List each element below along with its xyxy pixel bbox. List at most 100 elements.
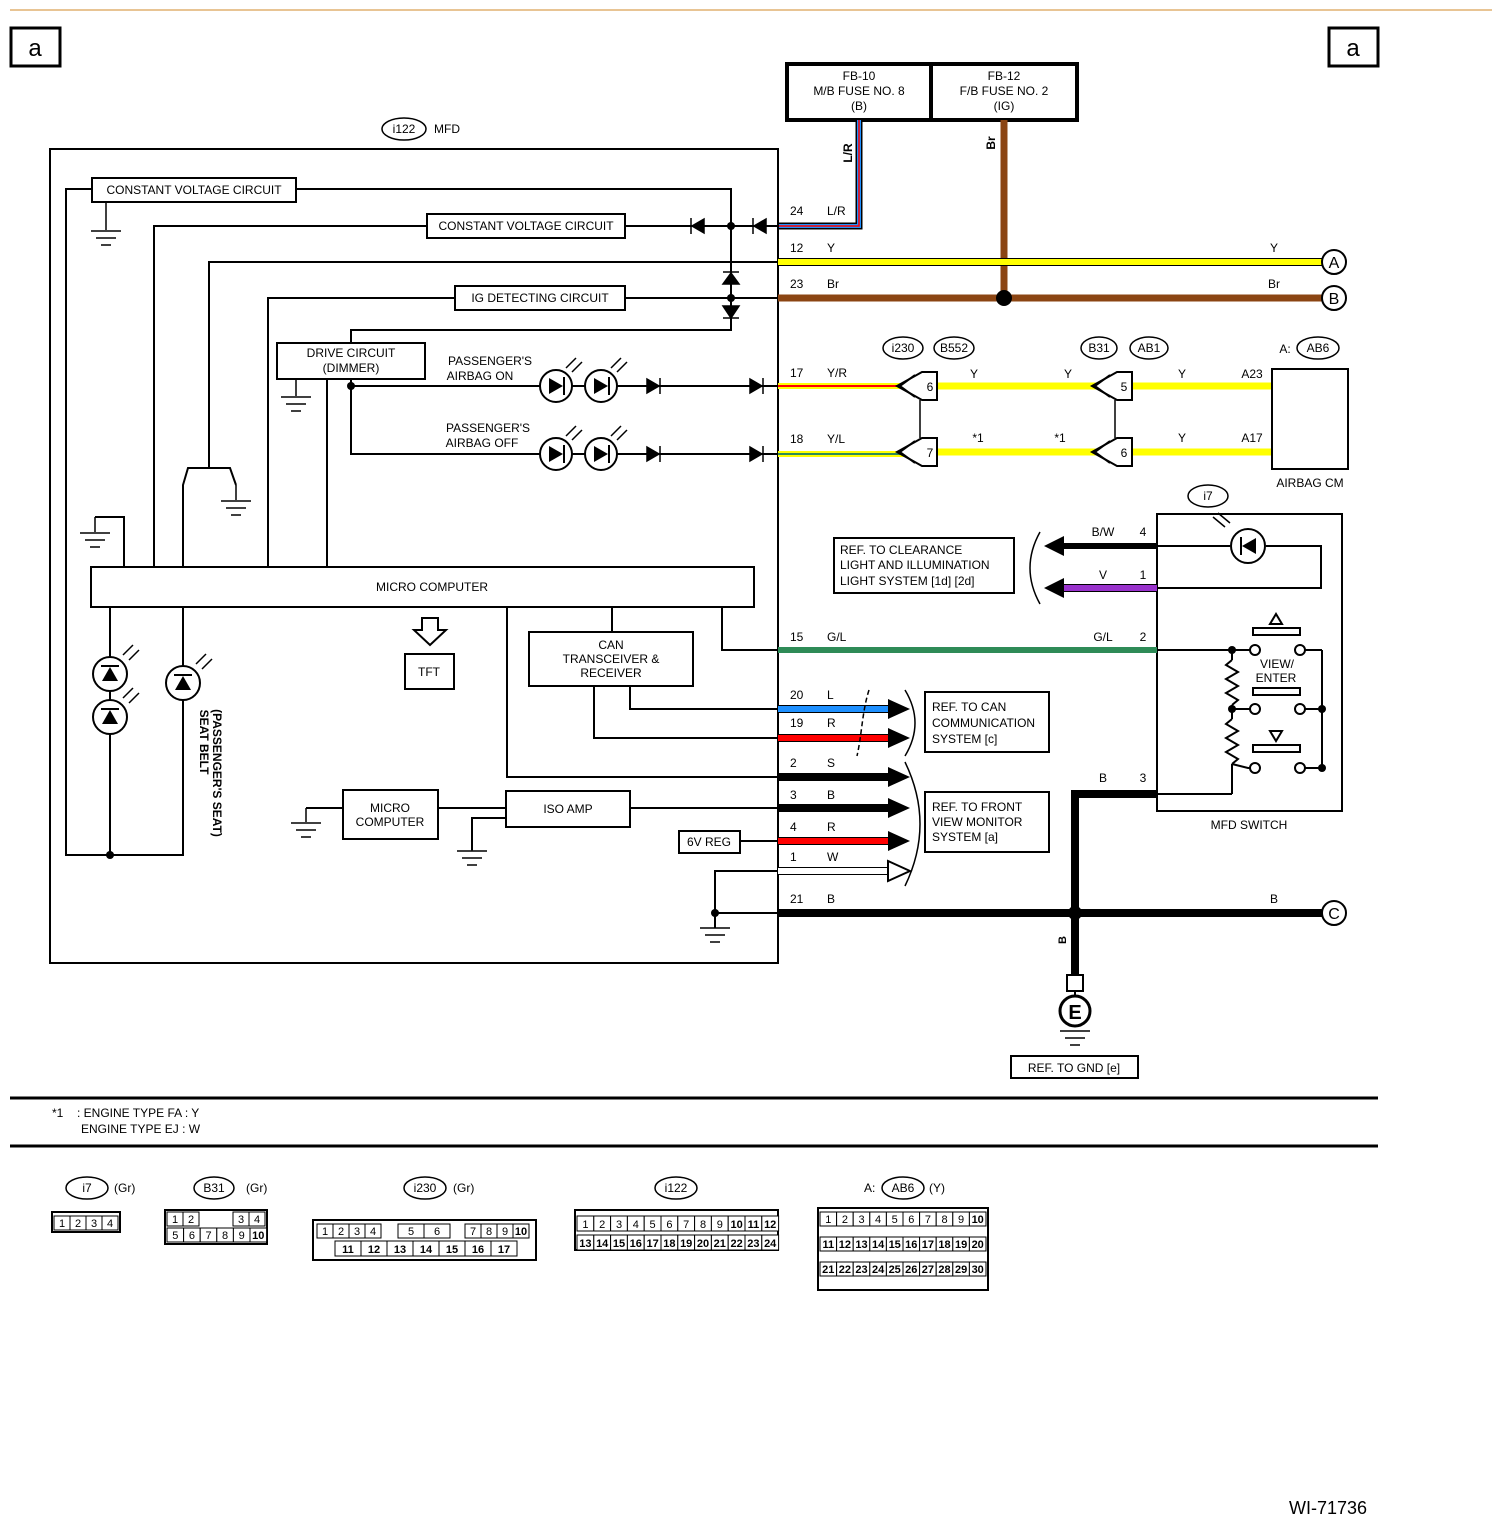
pin-cell-label: 19 bbox=[955, 1239, 967, 1251]
pin-cell-label: 10 bbox=[515, 1226, 527, 1238]
ground-icon bbox=[700, 927, 730, 943]
diode-icon bbox=[749, 445, 764, 463]
pin-cell-label: 10 bbox=[972, 1214, 984, 1226]
ground-icon bbox=[1060, 1030, 1090, 1046]
pin-wire-color: Y/R bbox=[827, 366, 847, 380]
ground-terminal-e-label: E bbox=[1068, 1002, 1081, 1024]
pin-cell-label: 17 bbox=[922, 1239, 934, 1251]
bracket bbox=[904, 761, 921, 887]
arrow-right-icon bbox=[888, 831, 910, 851]
pin-cell-label: 14 bbox=[872, 1239, 885, 1251]
note-line1: : ENGINE TYPE FA : Y bbox=[77, 1106, 199, 1120]
connector-tag bbox=[881, 1176, 925, 1200]
pin-cell-label: 18 bbox=[663, 1238, 675, 1250]
arrow-right-icon bbox=[888, 767, 910, 787]
pin-i230-a: 6 bbox=[927, 380, 934, 394]
wire-b-switch bbox=[1071, 790, 1157, 975]
ref-fvm-3: SYSTEM [a] bbox=[932, 830, 998, 844]
connector-pinouts: i7 (Gr) B31 (Gr) i230 (Gr) i122 A: AB6 (… bbox=[51, 1176, 989, 1291]
pin-cell-label: 5 bbox=[650, 1219, 656, 1231]
switch-connector-label: i7 bbox=[1203, 489, 1213, 503]
pin-cell-label: 27 bbox=[922, 1264, 934, 1276]
pin-cell-label: 22 bbox=[730, 1238, 742, 1250]
switch-button-down bbox=[1252, 744, 1301, 753]
arrow-right-icon bbox=[888, 798, 910, 818]
pin-cell-label: 15 bbox=[446, 1244, 458, 1256]
junction-dot bbox=[1068, 906, 1082, 920]
airbag-off-label1: PASSENGER'S bbox=[446, 421, 530, 435]
airbag-on-label1: PASSENGER'S bbox=[448, 354, 532, 368]
pin-cell bbox=[490, 1240, 518, 1257]
connector-tag bbox=[1080, 336, 1118, 360]
junction-dot bbox=[1318, 764, 1326, 772]
switch-button-up bbox=[1252, 627, 1301, 636]
section-marker-right-label: a bbox=[1346, 35, 1360, 62]
connector-tag bbox=[1129, 336, 1169, 360]
pin-cell-label: 11 bbox=[342, 1244, 354, 1256]
pin-number: 4 bbox=[790, 820, 797, 834]
pin-cell-label: 13 bbox=[855, 1239, 867, 1251]
pin-cell bbox=[248, 1211, 266, 1227]
airbag-wire-star1: *1 bbox=[972, 431, 984, 445]
terminal-c-label: C bbox=[1328, 906, 1340, 923]
pinout-i122-id: i122 bbox=[665, 1181, 688, 1195]
pin-cell-label: 4 bbox=[254, 1214, 260, 1226]
fuse1-line2: M/B FUSE NO. 8 bbox=[813, 84, 905, 98]
ref-gnd-label: REF. TO GND [e] bbox=[1028, 1061, 1120, 1075]
ground-lug bbox=[1066, 974, 1084, 992]
mfd-name: MFD bbox=[434, 122, 460, 136]
pin-cell-label: 16 bbox=[905, 1239, 917, 1251]
pin-cell-label: 5 bbox=[408, 1226, 414, 1238]
pin-number: 21 bbox=[790, 892, 804, 906]
pin-cell-label: 24 bbox=[872, 1264, 885, 1276]
pin-i230-b: 7 bbox=[927, 446, 934, 460]
pin-cell-label: 1 bbox=[582, 1219, 588, 1231]
pinout-ab6-id: AB6 bbox=[892, 1181, 915, 1195]
mfd-module-box bbox=[49, 148, 779, 964]
pin-cell-label: 26 bbox=[905, 1264, 917, 1276]
view-enter-label1: VIEW/ bbox=[1260, 657, 1295, 671]
section-marker-right bbox=[1327, 26, 1380, 68]
micro-computer: MICRO COMPUTER bbox=[90, 566, 755, 608]
ground-icon bbox=[221, 485, 251, 516]
view-enter-label2: ENTER bbox=[1256, 671, 1297, 685]
pin-wire-color: Y/L bbox=[827, 432, 845, 446]
led-icon bbox=[92, 687, 140, 735]
wire bbox=[1157, 545, 1322, 589]
pin-cell-label: 8 bbox=[486, 1226, 492, 1238]
diode-icon bbox=[721, 271, 741, 285]
pin-cell-label: 4 bbox=[370, 1226, 376, 1238]
pin-cell-label: 1 bbox=[322, 1226, 328, 1238]
pin-number: 18 bbox=[790, 432, 804, 446]
led-icon bbox=[539, 425, 583, 471]
led-icon bbox=[584, 425, 628, 471]
ref-clearance-3: LIGHT SYSTEM [1d] [2d] bbox=[840, 574, 975, 588]
fuse2-wire-color: Br bbox=[984, 136, 998, 150]
twisted-pair-mark bbox=[856, 689, 870, 757]
note-star: *1 bbox=[52, 1106, 64, 1120]
pin-number: 2 bbox=[790, 756, 797, 770]
airbag-on-label2: AIRBAG ON bbox=[447, 369, 514, 383]
pin-cell-label: 11 bbox=[748, 1219, 760, 1231]
switch-pin4: 4 bbox=[1140, 525, 1147, 539]
airbag-wire-1a: Y bbox=[970, 367, 978, 381]
pin-cell-label: 9 bbox=[717, 1219, 723, 1231]
pin-cell-label: 7 bbox=[470, 1226, 476, 1238]
pin-cell-label: 9 bbox=[502, 1226, 508, 1238]
airbag-pin-a17: A17 bbox=[1241, 431, 1263, 445]
terminal-b bbox=[1321, 285, 1347, 311]
fuse1-line3: (B) bbox=[851, 99, 867, 113]
switch-terminal bbox=[1249, 644, 1306, 774]
mfd-internal-wiring bbox=[65, 188, 778, 928]
junction-dot bbox=[727, 222, 735, 230]
pin-wire-color: L bbox=[827, 688, 834, 702]
figure-id: WI-71736 bbox=[1289, 1498, 1367, 1518]
connector-tag bbox=[65, 1176, 109, 1200]
junction-dot bbox=[1228, 646, 1236, 654]
connector-chevron bbox=[1089, 371, 1133, 401]
pin-cell-label: 2 bbox=[188, 1214, 194, 1226]
ground-icon bbox=[281, 379, 311, 412]
pin-cell-label: 8 bbox=[222, 1230, 228, 1242]
connector-chevron bbox=[894, 437, 938, 467]
ref-can-3: SYSTEM [c] bbox=[932, 732, 997, 746]
